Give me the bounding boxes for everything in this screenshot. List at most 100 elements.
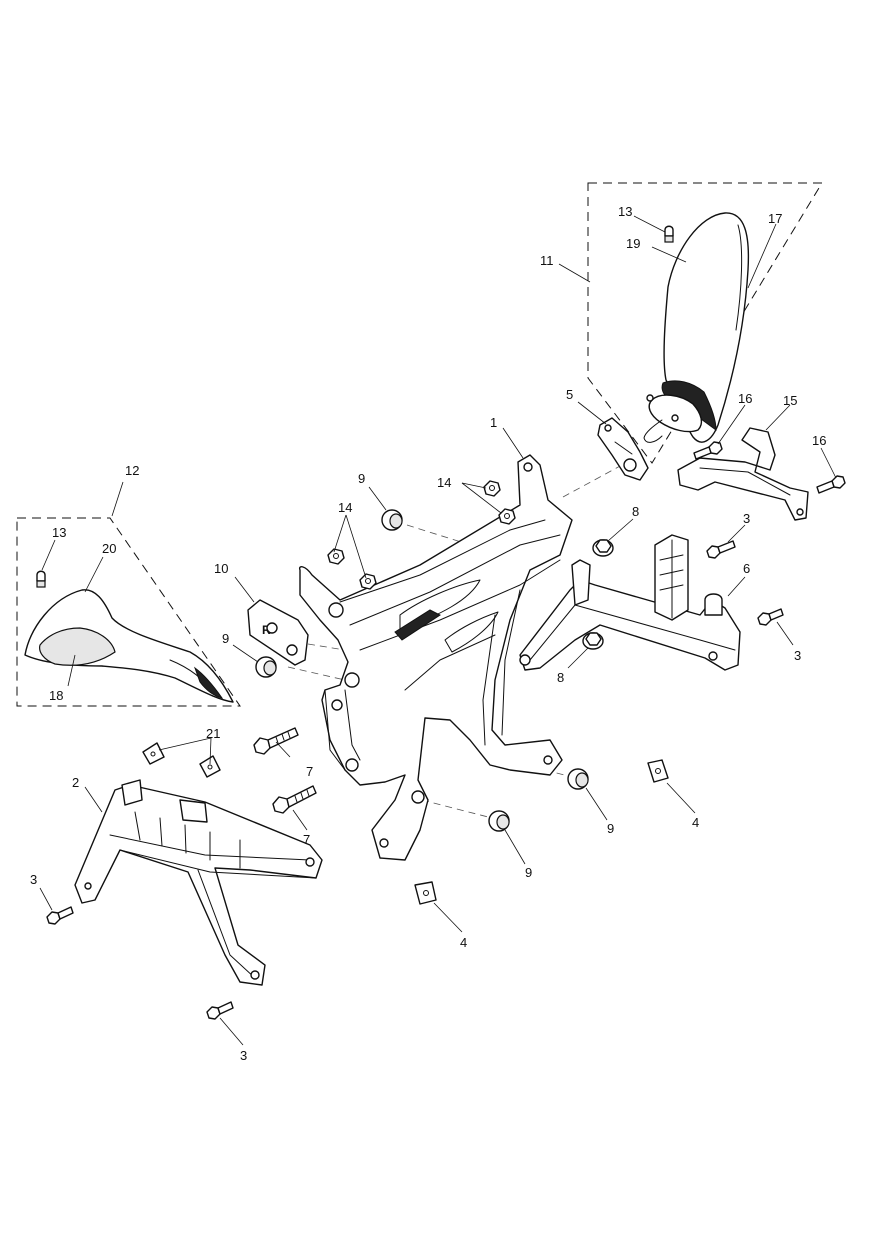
right-mirror-wire bbox=[643, 419, 663, 443]
support-bracket-hole bbox=[519, 654, 531, 666]
subframe-hole bbox=[543, 755, 553, 765]
callout-3: 3 bbox=[30, 872, 37, 887]
flange-nut-icon bbox=[582, 632, 604, 650]
callout-21: 21 bbox=[206, 726, 220, 741]
right-mirror-stud bbox=[671, 414, 679, 422]
flange-nut-icon bbox=[592, 539, 614, 557]
small-bracket-hole bbox=[796, 508, 804, 516]
callout-17: 17 bbox=[768, 211, 782, 226]
callout-10: 10 bbox=[214, 561, 228, 576]
group-box-right-mirror bbox=[587, 182, 823, 464]
subframe-hole bbox=[344, 672, 360, 688]
callout-3: 3 bbox=[240, 1048, 247, 1063]
left-mirror-glass bbox=[39, 627, 116, 666]
callout-5: 5 bbox=[566, 387, 573, 402]
clip-nut-icon bbox=[414, 881, 437, 905]
long-bolt-icon bbox=[253, 727, 299, 755]
support-bracket-hole bbox=[708, 651, 718, 661]
subframe-leg-edge bbox=[482, 589, 521, 746]
callout-13: 13 bbox=[52, 525, 66, 540]
right-support-bracket bbox=[519, 534, 741, 671]
callout-16: 16 bbox=[738, 391, 752, 406]
right-mirror-glass-edge bbox=[735, 224, 743, 331]
mounting-plate-r: R bbox=[247, 599, 309, 666]
bracket-hole bbox=[250, 970, 260, 980]
left-mirror-stem-shadow bbox=[193, 666, 224, 699]
clip-nut-icon bbox=[142, 742, 165, 765]
callout-4: 4 bbox=[460, 935, 467, 950]
callout-9: 9 bbox=[607, 821, 614, 836]
subframe-hole bbox=[345, 758, 359, 772]
callout-9: 9 bbox=[525, 865, 532, 880]
small-right-bracket bbox=[677, 427, 809, 521]
subframe-upper-beam bbox=[339, 519, 561, 626]
bracket-arm-edge bbox=[197, 869, 256, 979]
rubber-grommet bbox=[255, 656, 277, 678]
callout-7: 7 bbox=[306, 764, 313, 779]
rubber-grommet bbox=[488, 810, 510, 832]
link-bracket bbox=[597, 417, 649, 481]
small-bracket-edge bbox=[699, 467, 791, 496]
short-bolt-icon bbox=[816, 475, 846, 494]
callout-18: 18 bbox=[49, 688, 63, 703]
indicator-bulb-icon bbox=[664, 225, 674, 243]
short-bolt-icon bbox=[693, 441, 723, 460]
subframe-hole bbox=[523, 462, 533, 472]
left-mirror-assembly bbox=[24, 570, 234, 703]
callout-19: 19 bbox=[626, 236, 640, 251]
callout-1: 1 bbox=[490, 415, 497, 430]
long-bolt-icon bbox=[272, 785, 317, 814]
subframe-shadow bbox=[394, 609, 441, 641]
lower-left-bracket bbox=[74, 779, 323, 986]
subframe-hole bbox=[411, 790, 425, 804]
callout-8: 8 bbox=[632, 504, 639, 519]
subframe-hole bbox=[331, 699, 343, 711]
callout-6: 6 bbox=[743, 561, 750, 576]
callout-13: 13 bbox=[618, 204, 632, 219]
subframe-hole bbox=[379, 838, 389, 848]
callout-3: 3 bbox=[794, 648, 801, 663]
short-bolt-icon bbox=[706, 540, 736, 559]
callout-14: 14 bbox=[437, 475, 451, 490]
right-mirror-base bbox=[648, 394, 703, 433]
callout-9: 9 bbox=[222, 631, 229, 646]
callout-4: 4 bbox=[692, 815, 699, 830]
subframe-hole bbox=[328, 602, 344, 618]
callout-7: 7 bbox=[303, 832, 310, 847]
main-subframe-bracket bbox=[298, 454, 573, 861]
right-mirror-assembly bbox=[643, 212, 750, 443]
short-bolt-icon bbox=[46, 906, 74, 925]
callout-20: 20 bbox=[102, 541, 116, 556]
nut-icon bbox=[359, 573, 377, 590]
support-bracket-post bbox=[571, 559, 591, 606]
bracket-hole bbox=[305, 857, 315, 867]
clip-nut-icon bbox=[199, 755, 221, 778]
callout-16: 16 bbox=[812, 433, 826, 448]
callout-3: 3 bbox=[743, 511, 750, 526]
callout-leader-lines bbox=[39, 215, 837, 1046]
callout-14: 14 bbox=[338, 500, 352, 515]
short-bolt-icon bbox=[206, 1001, 234, 1020]
rubber-grommet bbox=[567, 768, 589, 790]
short-bolt-icon bbox=[757, 608, 784, 626]
bracket-hole bbox=[84, 882, 92, 890]
right-mirror-stud bbox=[646, 394, 654, 402]
bracket-tab bbox=[179, 799, 208, 823]
callout-11: 11 bbox=[540, 253, 554, 268]
callout-9: 9 bbox=[358, 471, 365, 486]
indicator-bulb-icon bbox=[36, 570, 46, 588]
plate-r-marking: R bbox=[262, 623, 271, 637]
nut-icon bbox=[327, 548, 345, 565]
callout-2: 2 bbox=[72, 775, 79, 790]
support-bracket-edge bbox=[529, 604, 736, 661]
bracket-rib bbox=[134, 811, 241, 869]
support-bracket-ear bbox=[704, 593, 723, 616]
clip-nut-icon bbox=[647, 759, 669, 783]
rubber-grommet bbox=[381, 509, 403, 531]
bracket-rib bbox=[109, 834, 317, 879]
nut-icon bbox=[498, 508, 516, 525]
callout-8: 8 bbox=[557, 670, 564, 685]
subframe-cutout bbox=[444, 611, 499, 653]
callout-15: 15 bbox=[783, 393, 797, 408]
